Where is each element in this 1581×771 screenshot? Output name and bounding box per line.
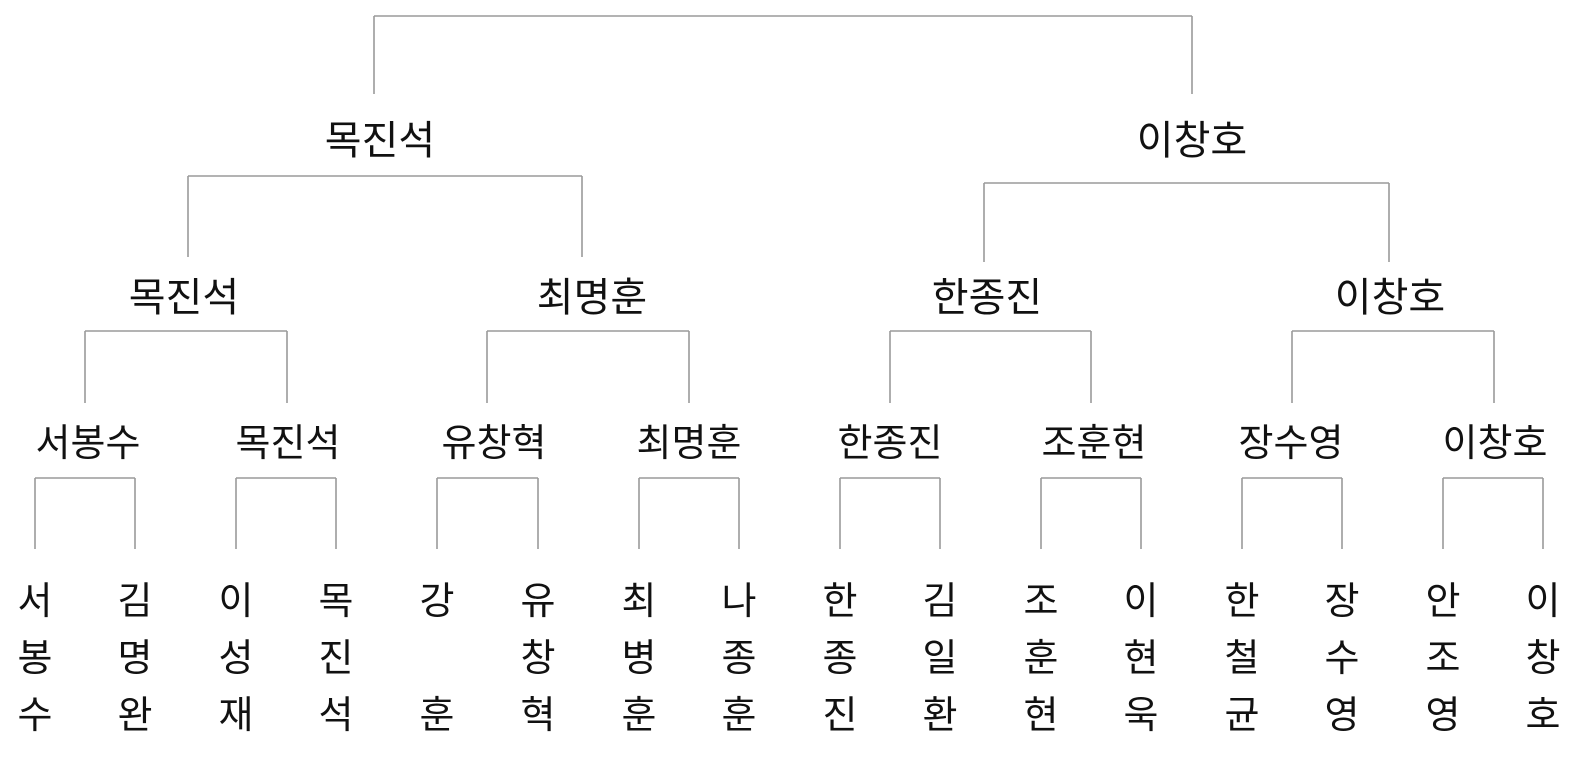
player-name-char: 병: [621, 636, 657, 680]
player-name: 유 창 혁: [516, 582, 560, 753]
player-name-char: 영: [1425, 693, 1461, 737]
player-name: 나 종 훈: [717, 582, 761, 753]
player-name-char: 철: [1224, 636, 1260, 680]
player-name-char: 김: [922, 579, 958, 623]
round-of-16-name: 이창호: [1442, 421, 1548, 465]
player-name-char: 최: [621, 579, 657, 623]
player-name: 김 명 완: [113, 582, 157, 753]
player-name-char: 창: [520, 636, 556, 680]
player-name-char: 일: [922, 636, 958, 680]
player-name: 한 종 진: [818, 582, 862, 753]
player-name: 한 철 균: [1220, 582, 1264, 753]
player-name-char: 종: [721, 636, 757, 680]
player-name-char: 욱: [1123, 693, 1159, 737]
semifinal-name: 이창호: [1136, 118, 1248, 164]
player-name-char: 봉: [17, 636, 53, 680]
player-name-char: 김: [117, 579, 153, 623]
player-name: 강 훈: [415, 582, 459, 753]
round-of-16-name: 서봉수: [35, 421, 141, 465]
player-name: 이 현 욱: [1119, 582, 1163, 753]
player-name-char: 균: [1224, 693, 1260, 737]
player-name-char: 수: [1324, 636, 1360, 680]
player-name-char: 훈: [419, 693, 455, 737]
round-of-16-name: 목진석: [235, 421, 341, 465]
player-name-char: 이: [1525, 579, 1561, 623]
player-name-char: 한: [822, 579, 858, 623]
semifinal-name: 목진석: [324, 118, 436, 164]
player-name: 김 일 환: [918, 582, 962, 753]
player-name-char: 성: [218, 636, 254, 680]
player-name: 이 성 재: [214, 582, 258, 753]
player-name: 이 창 호: [1521, 582, 1565, 753]
round-of-16-name: 최명훈: [636, 421, 742, 465]
round-of-16-name: 한종진: [837, 421, 943, 465]
player-name-char: 조: [1425, 636, 1461, 680]
player-name-char: 안: [1425, 579, 1461, 623]
player-name-char: 현: [1023, 693, 1059, 737]
player-name-char: 종: [822, 636, 858, 680]
player-name-char: 목: [318, 579, 354, 623]
player-name-char: 환: [922, 693, 958, 737]
quarterfinal-name: 최명훈: [536, 275, 648, 321]
player-name: 최 병 훈: [617, 582, 661, 753]
player-name-char: 명: [117, 636, 153, 680]
player-name-char: 수: [17, 693, 53, 737]
player-name-char: 혁: [520, 693, 556, 737]
player-name-char: 호: [1525, 693, 1561, 737]
player-name-char: 훈: [621, 693, 657, 737]
player-name: 조 훈 현: [1019, 582, 1063, 753]
player-name-char: 진: [822, 693, 858, 737]
player-name-char: 유: [520, 579, 556, 623]
player-name-char: 진: [318, 636, 354, 680]
player-name: 안 조 영: [1421, 582, 1465, 753]
player-name: 목 진 석: [314, 582, 358, 753]
round-of-16-name: 조훈현: [1041, 421, 1147, 465]
player-name-char: 완: [117, 693, 153, 737]
player-name-char: 한: [1224, 579, 1260, 623]
player-name-char: 영: [1324, 693, 1360, 737]
player-name-char: 서: [17, 579, 53, 623]
player-name: 서 봉 수: [13, 582, 57, 753]
round-of-16-name: 장수영: [1238, 421, 1344, 465]
player-name-char: 장: [1324, 579, 1360, 623]
player-name-char: 창: [1525, 636, 1561, 680]
player-name-char: 강: [419, 579, 455, 623]
player-name-char: 이: [1123, 579, 1159, 623]
player-name-char: 훈: [721, 693, 757, 737]
player-name-char: 훈: [1023, 636, 1059, 680]
player-name-char: 재: [218, 693, 254, 737]
player-name-char: 나: [721, 579, 757, 623]
player-name-char: 조: [1023, 579, 1059, 623]
player-name-char: [415, 639, 459, 696]
round-of-16-name: 유창혁: [441, 421, 547, 465]
player-name-char: 이: [218, 579, 254, 623]
quarterfinal-name: 이창호: [1334, 275, 1446, 321]
quarterfinal-name: 한종진: [931, 275, 1043, 321]
player-name: 장 수 영: [1320, 582, 1364, 753]
quarterfinal-name: 목진석: [128, 275, 240, 321]
player-name-char: 석: [318, 693, 354, 737]
player-name-char: 현: [1123, 636, 1159, 680]
